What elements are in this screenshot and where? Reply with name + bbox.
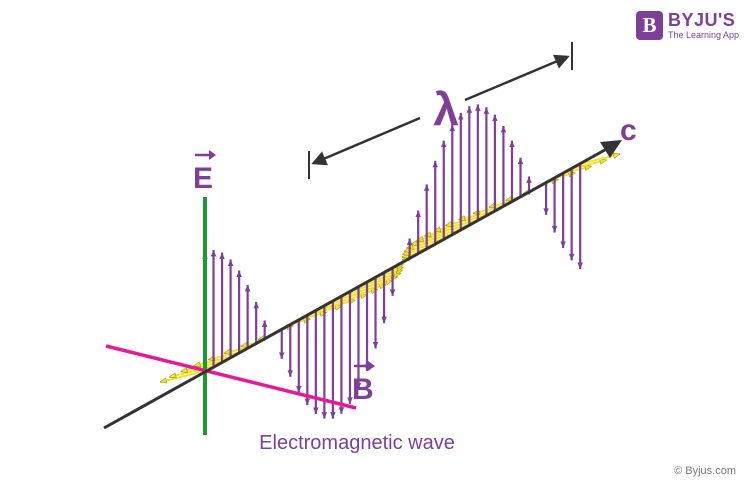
electric-field-arrow-head	[423, 184, 430, 191]
magnetic-field-arrow-head	[180, 367, 188, 374]
electric-field-arrow-head	[492, 114, 498, 122]
wavelength-indicator	[308, 42, 573, 179]
electric-field-arrow-head	[389, 289, 396, 296]
magnetic-field-arrow-head	[360, 293, 369, 300]
electric-field-arrow-head	[577, 262, 583, 269]
magnetic-field-arrow-head	[168, 372, 177, 379]
electric-field-vector-arrowhead	[209, 150, 216, 160]
electric-field-arrow-head	[415, 210, 421, 218]
electric-field-arrow-head	[449, 124, 456, 132]
electric-field-arrow-head	[466, 106, 473, 113]
logo-tagline: The Learning App	[668, 29, 740, 40]
magnetic-field-arrow-head	[385, 279, 394, 286]
magnetic-field-arrow	[180, 360, 223, 373]
magnetic-field-arrow-head	[584, 164, 593, 171]
magnetic-field-arrow	[159, 370, 206, 383]
electric-field-arrow-head	[560, 241, 566, 248]
magnetic-field-arrow-head	[159, 377, 168, 384]
wavelength-label: λ	[433, 83, 459, 135]
magnetic-field-label: B	[352, 373, 374, 406]
electric-field-arrow-head	[475, 104, 481, 111]
electric-field-arrow-head	[483, 107, 490, 114]
byjus-logo: B BYJU'S The Learning App	[636, 7, 748, 43]
electric-field-label: E	[193, 162, 213, 195]
logo-badge: B	[636, 10, 663, 40]
electric-field-arrow-head	[287, 370, 293, 377]
copyright-credit: © Byjus.com	[674, 465, 736, 477]
electric-field-arrow-head	[279, 352, 285, 359]
electric-field-arrow-head	[236, 270, 242, 277]
electric-field-arrow-head	[543, 208, 549, 215]
electric-field-arrow-head	[219, 252, 225, 259]
electric-field-arrow-head	[261, 320, 268, 327]
magnetic-field-arrow	[433, 219, 479, 233]
magnetic-field-axis	[105, 344, 357, 410]
electric-field-arrow-head	[432, 160, 438, 168]
magnetic-field-arrow-head	[334, 304, 343, 311]
electric-field-arrow-head	[441, 140, 447, 148]
electric-field-arrow-head	[381, 316, 387, 324]
propagation-axis	[103, 144, 613, 430]
magnetic-field-arrow-head	[612, 152, 621, 159]
electric-field-arrow-head	[338, 407, 345, 414]
electric-field-arrow-head	[517, 157, 524, 165]
diagram-caption: Electromagnetic wave	[259, 432, 455, 454]
electric-field-arrow-head	[296, 385, 302, 393]
magnetic-field-arrow-head	[599, 158, 608, 165]
magnetic-field-arrow-head	[410, 240, 418, 247]
logo-name: BYJU'S	[668, 9, 736, 30]
propagation-arrowhead	[600, 140, 622, 158]
electric-field-arrow-head	[227, 259, 234, 266]
electric-field-arrow-head	[551, 226, 558, 233]
speed-label: c	[620, 114, 637, 147]
electric-field-arrow-head	[304, 398, 311, 406]
electric-field-arrow-head	[330, 412, 336, 419]
electric-field-arrow-head	[244, 284, 251, 292]
magnetic-field-vector-arrowhead	[368, 361, 375, 371]
electric-field-arrow-head	[210, 249, 217, 257]
magnetic-field-arrow	[416, 228, 462, 242]
electric-field-arrow-head	[458, 113, 464, 120]
electric-field-arrow-head	[347, 397, 353, 404]
magnetic-field-arrow	[579, 153, 621, 165]
electric-field-arrow-head	[313, 407, 319, 415]
electric-field-arrow-head	[526, 176, 532, 183]
electric-field-arrow-head	[355, 383, 362, 390]
electric-field-arrow-head	[321, 412, 328, 419]
electric-field-arrow-head	[372, 342, 379, 349]
electric-field-arrow-head	[509, 140, 515, 148]
electric-field-wave	[202, 104, 583, 419]
electric-field-arrow-head	[568, 253, 575, 261]
electric-field-arrow-head	[406, 238, 413, 245]
electric-field-arrow-head	[253, 301, 259, 309]
electric-field-arrow-head	[500, 125, 507, 133]
magnetic-field-arrow-head	[193, 361, 201, 368]
